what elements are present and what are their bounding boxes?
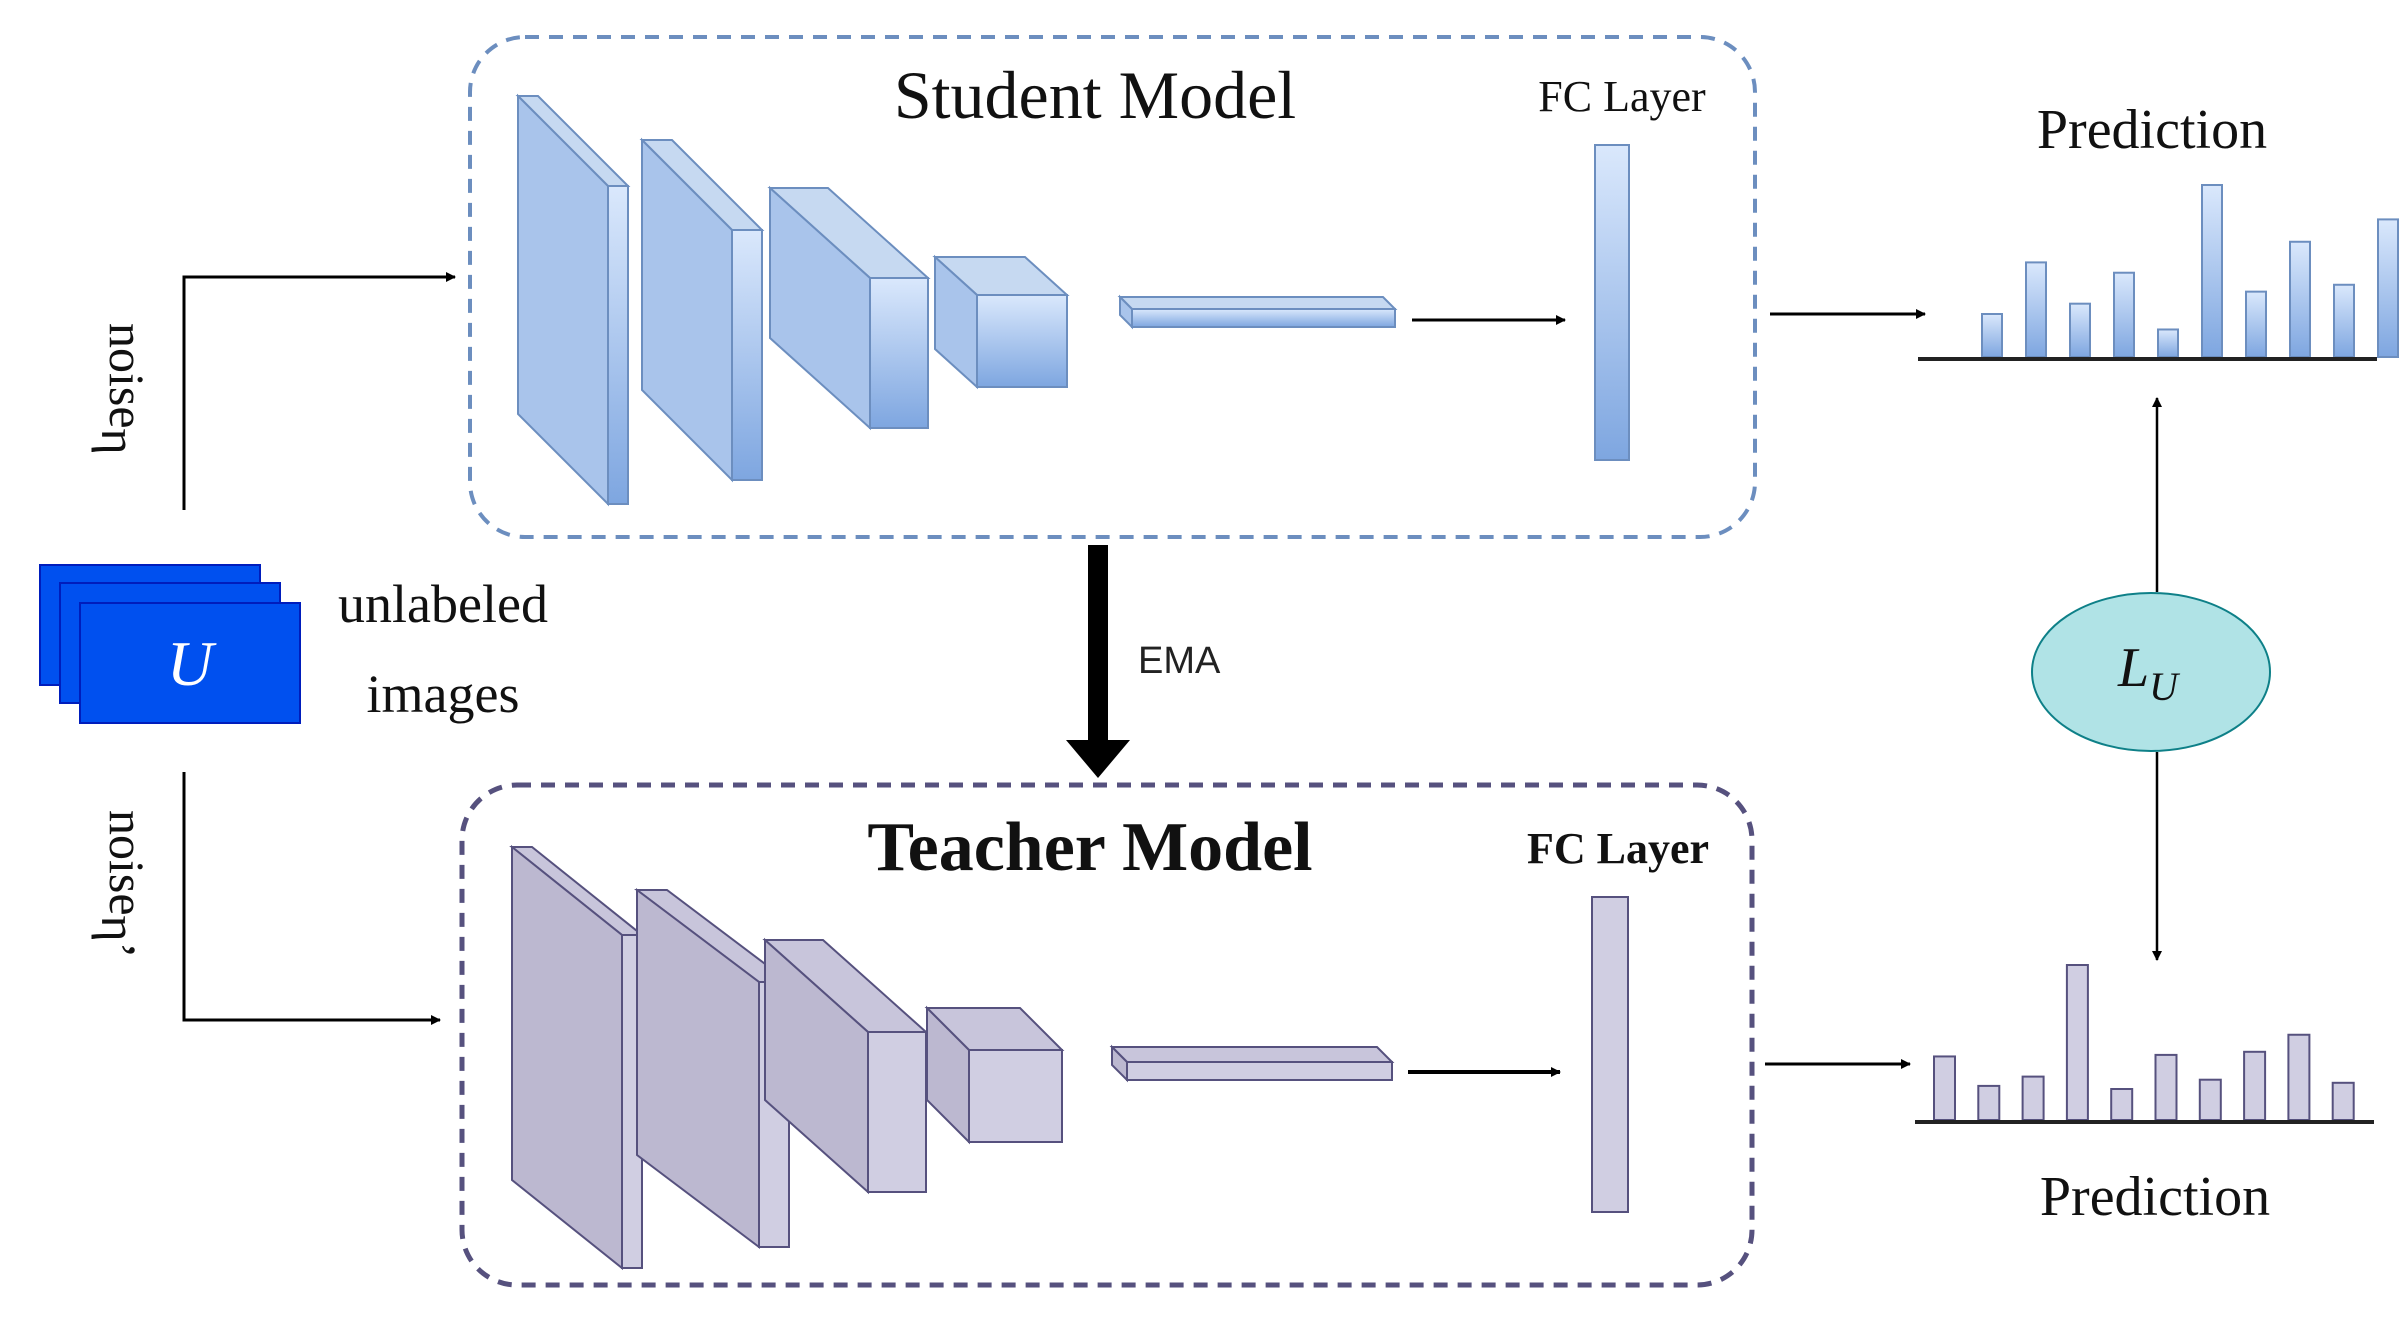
prediction-top-bar <box>2069 302 2091 358</box>
prediction-top-bar <box>2333 283 2355 359</box>
prediction-top-bar <box>2377 218 2399 358</box>
prediction-bottom-bar <box>2065 964 2089 1121</box>
noise-top-path <box>182 272 456 510</box>
student-conv-block-front <box>1131 308 1396 328</box>
student-conv-block-1 <box>515 93 631 507</box>
teacher-fc-layer <box>1591 896 1629 1213</box>
prediction-top-label: Prediction <box>2037 99 2267 161</box>
student-frame <box>468 35 1757 539</box>
teacher-model: Teacher Model FC Layer <box>459 782 1755 1288</box>
ema-arrow-shaft <box>1088 545 1108 745</box>
student-conv-layers <box>515 93 1398 507</box>
ema-label: EMA <box>1138 640 1221 682</box>
image-symbol: U <box>167 628 217 699</box>
prediction-top-bar <box>1981 313 2003 358</box>
student-conv-block-front <box>869 277 929 429</box>
noise-bottom-path <box>182 772 441 1025</box>
student-title: Student Model <box>894 57 1296 133</box>
teacher-conv-block-1 <box>509 844 645 1271</box>
teacher-conv-block-front <box>1126 1061 1393 1081</box>
noise-bottom-text: noise <box>99 810 155 916</box>
prediction-top-bar <box>2245 290 2267 359</box>
teacher-conv-block-5 <box>1109 1044 1395 1083</box>
images-label: images <box>367 664 520 724</box>
student-fc-layer <box>1594 144 1630 461</box>
student-conv-block-3 <box>767 185 931 431</box>
student-conv-block-4 <box>932 254 1070 390</box>
loss-subscript: U <box>2149 664 2181 709</box>
teacher-fc-label: FC Layer <box>1527 824 1709 873</box>
unlabeled-label: unlabeled <box>338 574 548 634</box>
ema-arrow <box>1066 545 1130 778</box>
student-conv-block-front <box>607 185 629 505</box>
noise-bottom-label: noiseη’ <box>91 810 155 958</box>
student-conv-block-5 <box>1117 294 1398 330</box>
teacher-conv-block-4 <box>924 1005 1065 1145</box>
student-conv-block-front <box>976 294 1068 388</box>
image-card-front <box>79 602 301 724</box>
prediction-bottom-bar <box>1977 1084 2001 1122</box>
teacher-frame <box>459 782 1755 1288</box>
loss-symbol: L <box>2117 637 2149 699</box>
prediction-bottom-bar <box>2154 1053 2178 1122</box>
prediction-bottom-bar <box>1933 1055 1956 1121</box>
student-conv-block-2 <box>639 137 765 483</box>
teacher-conv-layers <box>509 844 1395 1271</box>
noise-top-text: noise <box>99 323 155 429</box>
teacher-conv-block-side <box>636 887 760 1250</box>
loss-label: LU <box>2117 637 2181 709</box>
prediction-top-bar <box>2201 184 2223 358</box>
noise-top-label: noiseη <box>91 323 155 455</box>
ema-arrow-head <box>1066 740 1130 778</box>
prediction-bottom-bar <box>2021 1075 2045 1121</box>
prediction-top-bar <box>2289 240 2311 358</box>
teacher-conv-block-front <box>968 1049 1063 1143</box>
prediction-bottom-bar <box>2331 1081 2355 1122</box>
prediction-top-bar <box>2157 328 2179 359</box>
teacher-conv-block-top <box>1109 1046 1395 1063</box>
student-conv-block-front <box>731 229 763 481</box>
prediction-top-bar <box>2113 271 2135 358</box>
prediction-bottom-bars <box>1933 964 2355 1122</box>
prediction-bottom-bar <box>2110 1088 2134 1121</box>
noise-top-symbol: η <box>91 429 147 455</box>
teacher-conv-block-3 <box>762 937 929 1195</box>
prediction-bottom-bar <box>2287 1033 2311 1121</box>
student-conv-block-top <box>1117 296 1398 310</box>
prediction-top-bars <box>1981 184 2399 359</box>
student-fc-label: FC Layer <box>1538 72 1706 121</box>
teacher-conv-block-front <box>867 1031 927 1193</box>
prediction-top-bar <box>2025 261 2047 358</box>
loss-node <box>2031 592 2271 752</box>
prediction-bottom-bar <box>2243 1050 2267 1122</box>
prediction-bottom-bar <box>2198 1078 2222 1121</box>
student-model: Student Model FC Layer <box>468 35 1757 539</box>
prediction-bottom-label: Prediction <box>2040 1166 2270 1228</box>
teacher-title: Teacher Model <box>867 809 1312 886</box>
unlabeled-images-stack: U <box>39 564 301 724</box>
noise-bottom-symbol: η’ <box>91 916 147 959</box>
